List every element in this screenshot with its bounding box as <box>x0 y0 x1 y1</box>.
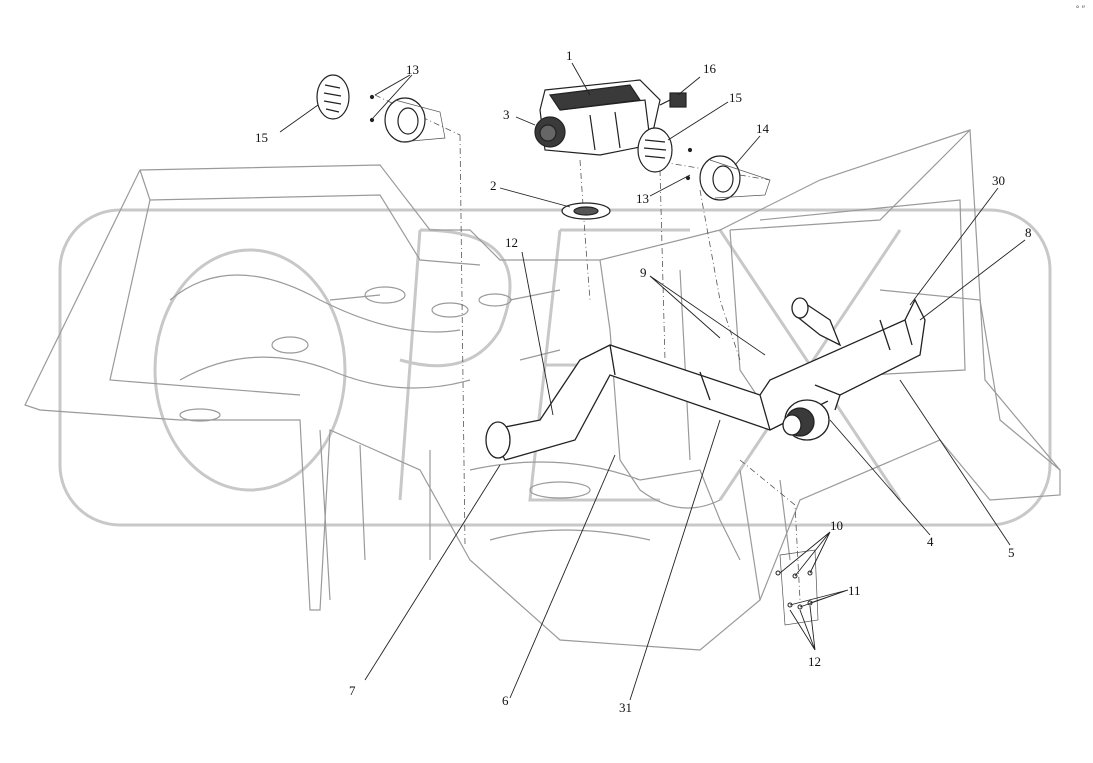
callout-12-bottom: 12 <box>808 654 821 669</box>
callout-1: 1 <box>566 48 573 63</box>
left-vent-assembly <box>316 74 446 143</box>
callout-3: 3 <box>503 107 510 122</box>
fastener-group <box>775 549 819 626</box>
callout-16: 16 <box>703 61 716 76</box>
leader-lines <box>279 62 1026 701</box>
watermark-graphic <box>58 208 1052 527</box>
air-duct-assembly <box>485 297 926 461</box>
callout-9: 9 <box>640 265 647 280</box>
callout-13-mid: 13 <box>636 191 649 206</box>
heater-unit <box>534 79 687 156</box>
gasket <box>561 202 611 220</box>
callout-10: 10 <box>830 518 843 533</box>
callout-30: 30 <box>992 173 1005 188</box>
callout-4: 4 <box>927 534 934 549</box>
right-vent-assembly <box>637 127 771 201</box>
callout-12-top: 12 <box>505 235 518 250</box>
corner-mark: ° ″ <box>1075 4 1085 14</box>
callout-7: 7 <box>349 683 356 698</box>
callout-31: 31 <box>619 700 632 715</box>
callout-13-top: 13 <box>406 62 419 77</box>
assembly-guide-lines <box>374 94 801 601</box>
callout-14: 14 <box>756 121 769 136</box>
callout-15-right: 15 <box>729 90 742 105</box>
callout-8: 8 <box>1025 225 1032 240</box>
callout-15-left: 15 <box>255 130 268 145</box>
callout-2: 2 <box>490 178 497 193</box>
callout-5: 5 <box>1008 545 1015 560</box>
callout-11: 11 <box>848 583 861 598</box>
cab-floor-body <box>24 129 1061 651</box>
callout-6: 6 <box>502 693 509 708</box>
